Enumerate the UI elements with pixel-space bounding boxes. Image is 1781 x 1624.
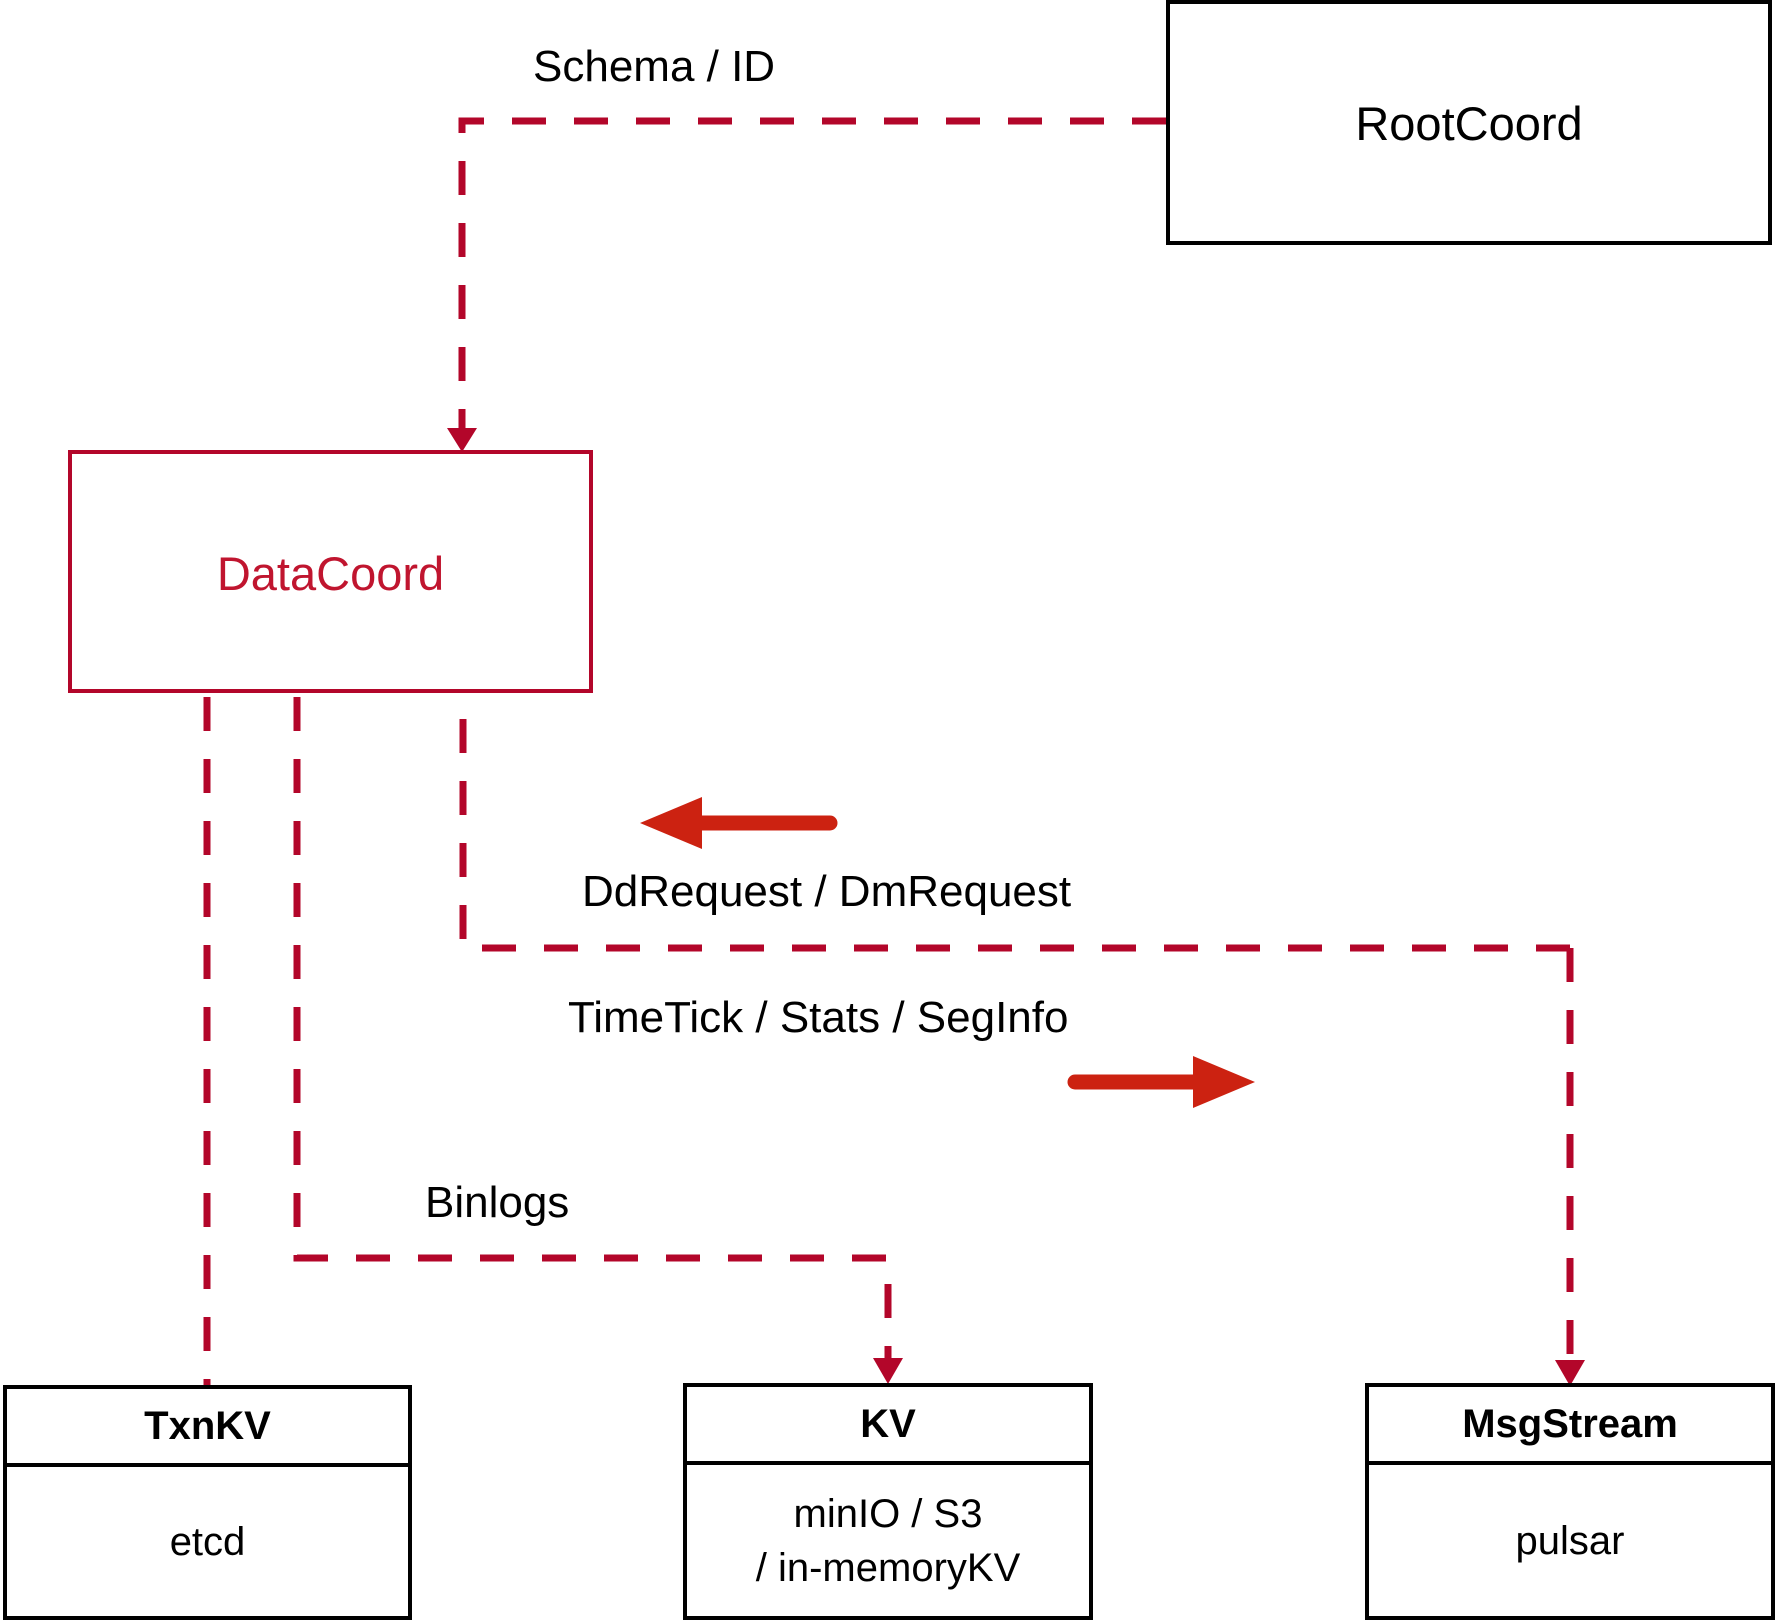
inbound-direction-arrow xyxy=(640,797,838,849)
edge-label-timetick-stats-seginfo: TimeTick / Stats / SegInfo xyxy=(568,993,1069,1042)
node-msgstream-impl: pulsar xyxy=(1515,1518,1625,1563)
node-datacoord-label: DataCoord xyxy=(216,547,445,600)
edge-schema-id xyxy=(447,117,1166,452)
node-kv-impl: minIO / S3 / in-memoryKV xyxy=(687,1465,1089,1616)
node-kv[interactable]: KV minIO / S3 / in-memoryKV xyxy=(683,1383,1093,1620)
node-txnkv[interactable]: TxnKV etcd xyxy=(3,1385,412,1620)
node-msgstream[interactable]: MsgStream pulsar xyxy=(1365,1383,1775,1620)
edge-label-schema-id: Schema / ID xyxy=(533,42,776,91)
node-rootcoord[interactable]: RootCoord xyxy=(1166,0,1772,245)
node-kv-impl-line2: / in-memoryKV xyxy=(755,1545,1021,1590)
node-kv-impl-line1: minIO / S3 xyxy=(793,1491,983,1536)
node-kv-label: KV xyxy=(687,1387,1089,1465)
node-txnkv-label: TxnKV xyxy=(7,1389,408,1467)
node-msgstream-label: MsgStream xyxy=(1369,1387,1771,1465)
node-txnkv-impl: etcd xyxy=(169,1519,246,1564)
edge-binlogs xyxy=(293,697,903,1384)
edge-timetick-stats-seginfo xyxy=(1555,948,1585,1386)
edge-label-ddrequest-dmrequest: DdRequest / DmRequest xyxy=(582,867,1072,916)
node-rootcoord-label: RootCoord xyxy=(1355,97,1583,150)
outbound-direction-arrow xyxy=(1067,1056,1255,1108)
node-datacoord[interactable]: DataCoord xyxy=(68,450,593,693)
edge-label-binlogs: Binlogs xyxy=(425,1178,570,1227)
